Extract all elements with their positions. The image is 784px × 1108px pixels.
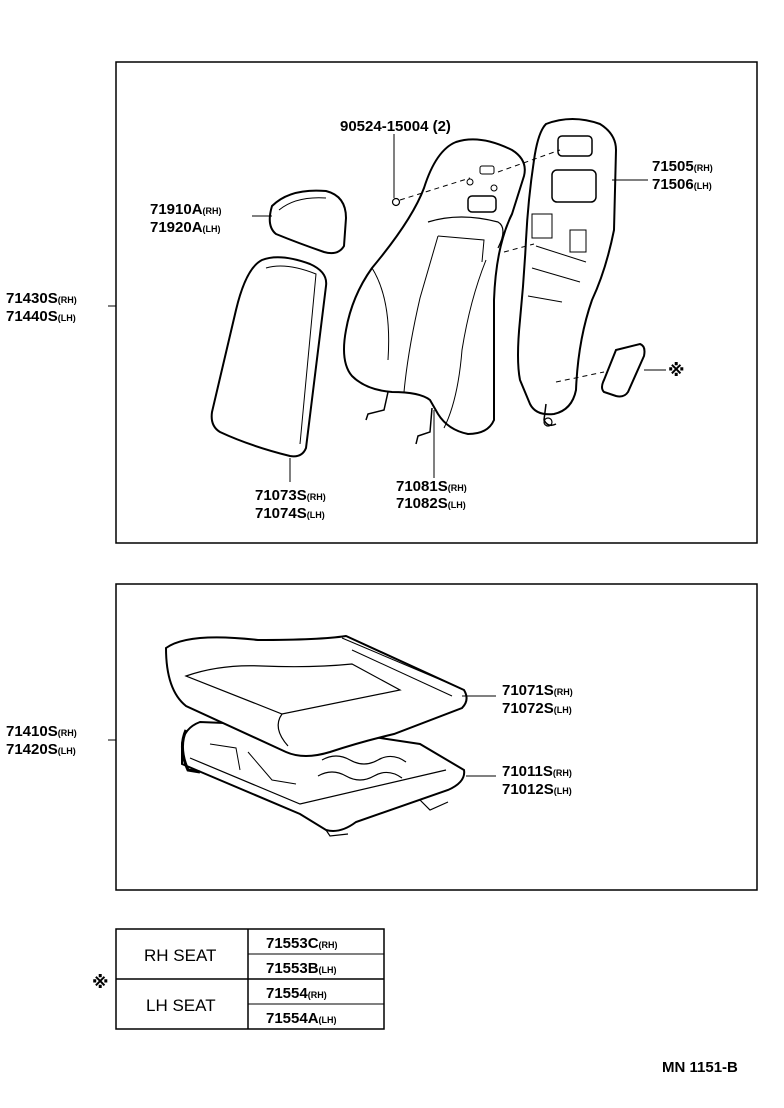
seat-back-frame-drawing bbox=[517, 118, 618, 416]
headrest-rh-label: 71910A(RH) bbox=[150, 201, 222, 218]
seat-cushion-panel bbox=[115, 583, 758, 891]
cover-rh-label: 71073S(RH) bbox=[255, 487, 326, 504]
note-symbol-top: ※ bbox=[668, 361, 685, 380]
cushion-cover-rh-label: 71071S(RH) bbox=[502, 682, 573, 699]
headrest-lh-label: 71920A(LH) bbox=[150, 219, 221, 236]
table-row: 71554A(LH) bbox=[266, 1010, 337, 1027]
seat-back-panel bbox=[115, 61, 758, 544]
cushion-frame-drawing bbox=[181, 720, 466, 832]
table-row: 71554(RH) bbox=[266, 985, 327, 1002]
frame-lh-label: 71506(LH) bbox=[652, 176, 712, 193]
seat-back-cover-drawing bbox=[210, 256, 328, 458]
back-assy-rh-label: 71430S(RH) bbox=[6, 290, 77, 307]
cushion-cover-lh-label: 71072S(LH) bbox=[502, 700, 572, 717]
note-symbol-table: ※ bbox=[92, 973, 109, 992]
pad-lh-label: 71082S(LH) bbox=[396, 495, 466, 512]
cushion-frame-lh-label: 71012S(LH) bbox=[502, 781, 572, 798]
bolt-label: 90524-15004 (2) bbox=[340, 118, 451, 135]
side-cover-drawing bbox=[601, 342, 646, 398]
lh-seat-label: LH SEAT bbox=[146, 996, 216, 1015]
frame-rh-label: 71505(RH) bbox=[652, 158, 713, 175]
side-cover-table bbox=[115, 928, 385, 1030]
pad-rh-label: 71081S(RH) bbox=[396, 478, 467, 495]
cushion-assy-rh-label: 71410S(RH) bbox=[6, 723, 77, 740]
diagram-code: MN 1151-B bbox=[662, 1059, 738, 1076]
cover-lh-label: 71074S(LH) bbox=[255, 505, 325, 522]
rh-seat-label: RH SEAT bbox=[144, 946, 216, 965]
back-assy-lh-label: 71440S(LH) bbox=[6, 308, 76, 325]
cushion-frame-rh-label: 71011S(RH) bbox=[502, 763, 572, 780]
headrest-drawing bbox=[268, 189, 348, 255]
table-row: 71553C(RH) bbox=[266, 935, 338, 952]
seat-back-pad-drawing bbox=[343, 138, 526, 436]
cushion-assy-lh-label: 71420S(LH) bbox=[6, 741, 76, 758]
bolt-drawing bbox=[391, 197, 401, 207]
table-row: 71553B(LH) bbox=[266, 960, 337, 977]
